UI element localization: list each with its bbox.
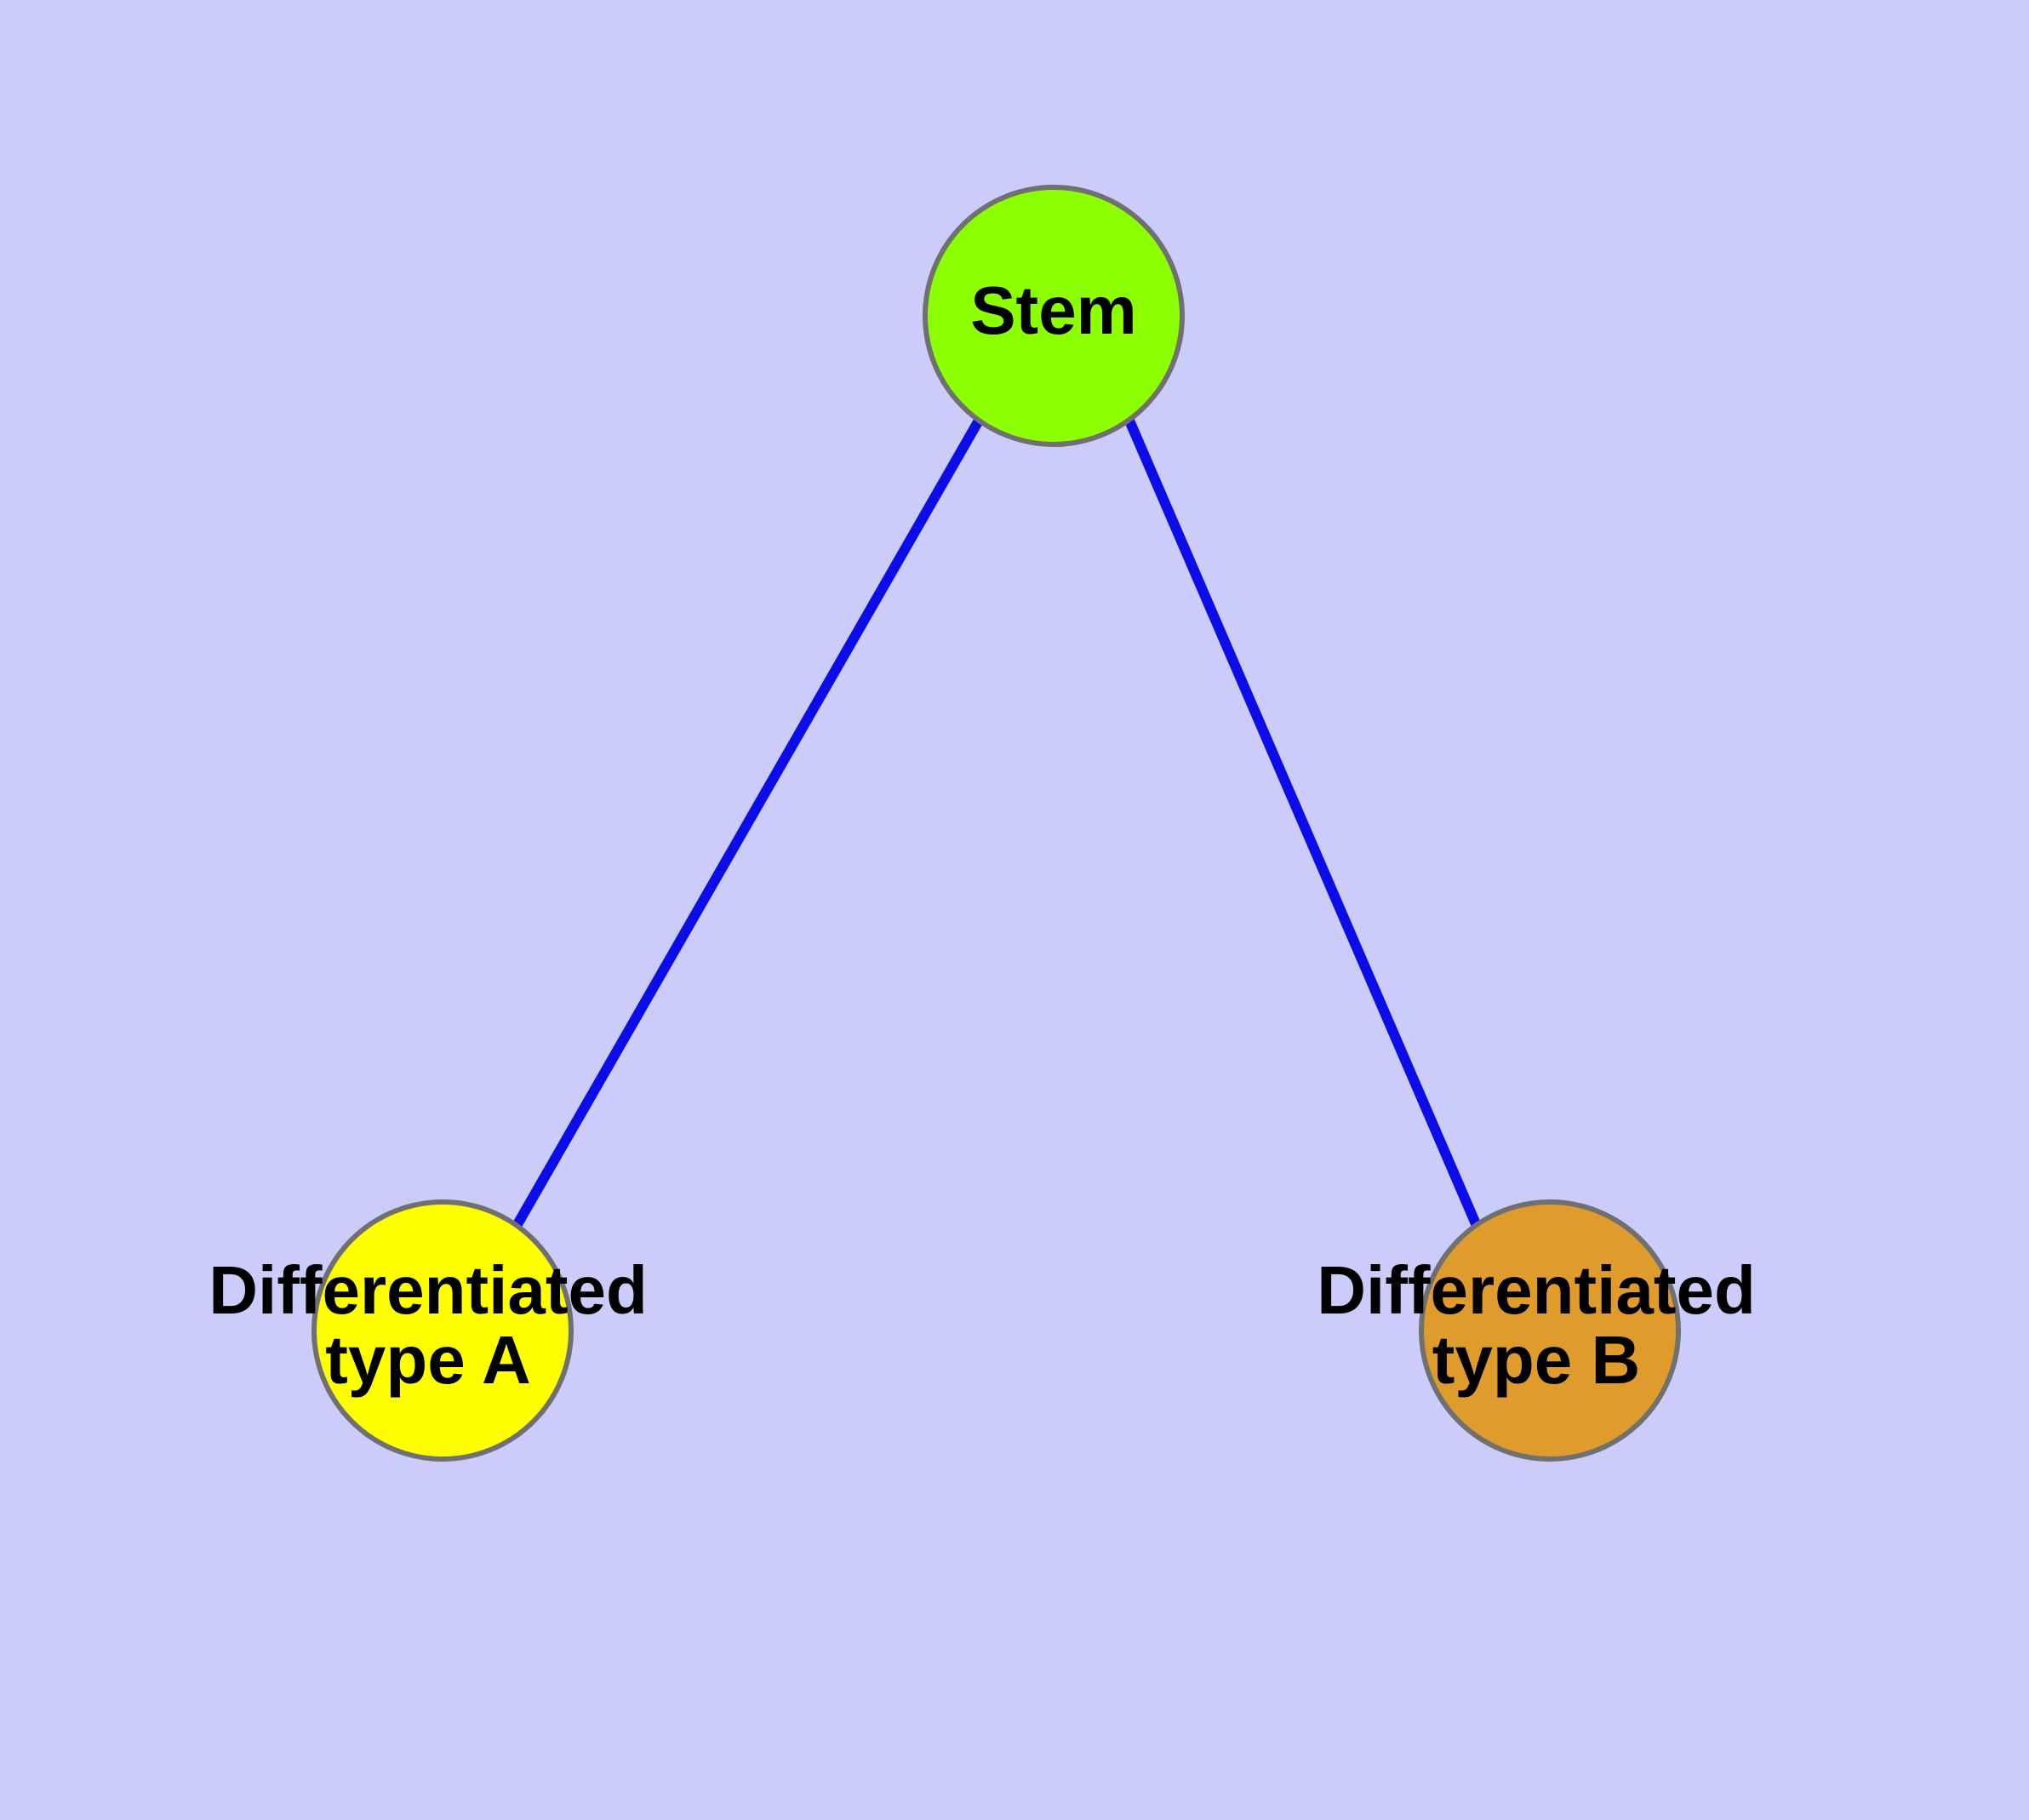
graph-node-stem[interactable]: Stem bbox=[923, 185, 1185, 447]
node-label-line: Stem bbox=[970, 272, 1137, 348]
node-circle-stem[interactable] bbox=[923, 185, 1185, 447]
node-label-line: type A bbox=[325, 1322, 531, 1398]
node-label-stem: Stem bbox=[970, 272, 1137, 348]
graph-edge bbox=[1124, 418, 1482, 1228]
node-label-line: Differentiated bbox=[209, 1252, 648, 1328]
edges-layer bbox=[512, 418, 1482, 1228]
graph-edge bbox=[512, 418, 984, 1228]
node-label-line: Differentiated bbox=[1317, 1252, 1756, 1328]
node-label-line: type B bbox=[1432, 1322, 1641, 1398]
node-circle-diff_a[interactable] bbox=[311, 1199, 574, 1462]
node-circle-diff_b[interactable] bbox=[1419, 1199, 1681, 1462]
